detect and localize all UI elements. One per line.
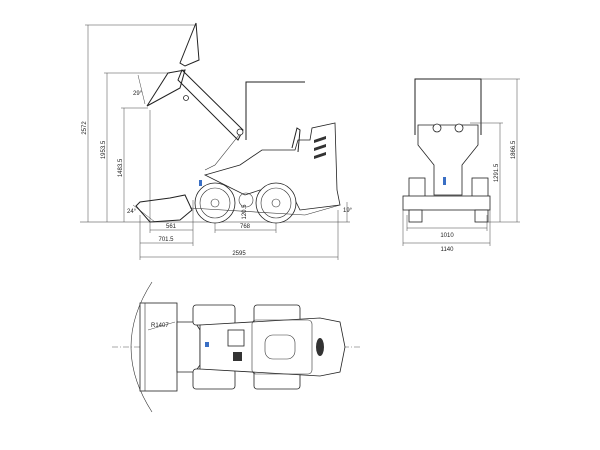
dim-overall-width: 1140 bbox=[441, 247, 455, 253]
top-front-left-tire bbox=[192, 304, 236, 326]
top-front-right-tire bbox=[192, 368, 236, 390]
dim-hinge-height: 1953.5 bbox=[101, 140, 107, 159]
top-view: R1407 bbox=[112, 281, 362, 413]
seat bbox=[291, 127, 301, 153]
front-view: 1010 1140 1291.5 1866.5 bbox=[402, 78, 520, 253]
dim-body-height: 1291.5 bbox=[494, 163, 500, 182]
dim-ground-clearance: 120.5 bbox=[242, 204, 248, 220]
dim-bucket-front: 701.5 bbox=[158, 237, 174, 243]
dim-rollback-angle: 24° bbox=[127, 209, 137, 215]
dim-dump-angle: 29° bbox=[133, 91, 143, 97]
loader-arm bbox=[177, 69, 244, 141]
rear-wheel bbox=[255, 182, 297, 224]
front-bucket bbox=[402, 195, 491, 211]
front-left-tire bbox=[408, 177, 426, 199]
front-roll-bar bbox=[414, 78, 482, 135]
lowered-bucket bbox=[135, 194, 193, 223]
dim-dump-height: 1483.5 bbox=[118, 158, 124, 177]
front-wheel bbox=[194, 182, 236, 224]
front-body bbox=[417, 124, 479, 196]
side-view: 2572 1953.5 1483.5 29° 24° 19° 120.5 561… bbox=[80, 22, 353, 260]
dim-overall-length: 2595 bbox=[232, 251, 246, 257]
raised-bucket-high bbox=[179, 22, 200, 67]
top-bucket bbox=[139, 302, 178, 392]
dim-reach: 561 bbox=[166, 224, 177, 230]
dim-track-width: 1010 bbox=[440, 233, 454, 239]
dim-overall-height: 1866.5 bbox=[511, 140, 517, 159]
dim-wheelbase: 768 bbox=[240, 224, 251, 230]
roll-bar bbox=[245, 81, 305, 140]
front-right-tire bbox=[471, 177, 489, 199]
raised-bucket-dump bbox=[146, 69, 186, 107]
dim-max-height: 2572 bbox=[82, 121, 88, 135]
machine-body bbox=[203, 122, 341, 211]
top-seat bbox=[264, 334, 296, 360]
dim-departure-angle: 19° bbox=[343, 208, 353, 214]
dim-turning-radius: R1407 bbox=[151, 323, 169, 329]
